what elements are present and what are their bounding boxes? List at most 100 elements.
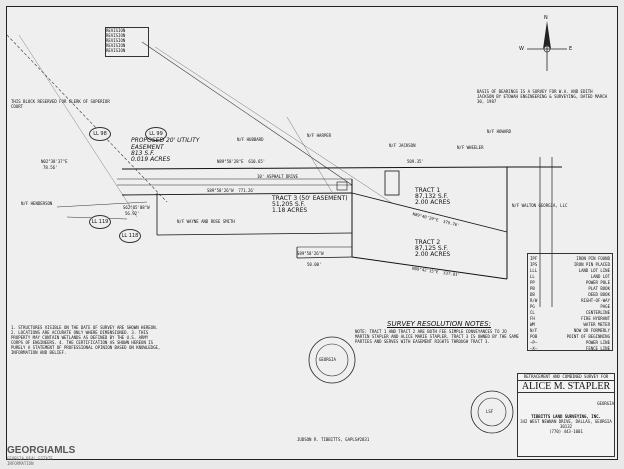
legend-description: PAGE [600,304,610,309]
tract-2-label: TRACT 2 87,125 S.F. 2.00 ACRES [415,239,475,258]
legend-description: RIGHT-OF-WAY [581,298,610,303]
legend-symbol: —X— [530,346,538,351]
seal-center-text: LSF [486,409,494,414]
legend-description: POINT OF BEGINNING [566,334,610,339]
legend-description: WATER METER [583,322,611,327]
easement-title: PROPOSED 20' UTILITY EASEMENT [131,137,200,151]
land-lot-99-bubble: LL 99 [145,127,167,141]
bearing-easement-bottom: S89°58'26"W [297,251,324,256]
revision-row: REVISION [106,38,126,43]
tract-sf: 51,205 S.F. [272,201,306,208]
legend-symbol: —P— [530,340,538,345]
survey-notes-title: SURVEY RESOLUTION NOTES: [387,320,491,328]
legend-description: PLAT BOOK [588,286,610,291]
legend-description: POWER POLE [585,280,610,285]
north-arrow-icon [527,21,567,71]
tract-title: TRACT 1 [415,187,441,194]
east-label: E [569,46,573,52]
distance-easement-bottom: 50.00' [307,262,322,267]
tract-acres: 1.18 ACRES [272,207,308,214]
bearing-left-2: N02°38'37"E [41,159,68,164]
client-name: ALICE M. STAPLER [518,380,614,393]
legend-row: N/F NOW OR FORMERLY [530,328,610,334]
legend-description: POWER LINE [585,340,610,345]
road-label: 10' ASPHALT DRIVE [257,174,298,179]
title-subtitle: RETRACEMENT AND COMBINED SURVEY FOR [523,374,609,379]
neighbor-label: N/F HUBBARD [237,137,264,142]
neighbor-label: N/F JACKSON [389,143,416,148]
title-address: 342 WEST NEWNAN DRIVE, DALLAS, GEORGIA 3… [520,419,612,429]
legend-description: FIRE HYDRANT [581,316,610,321]
surveyor-seal-icon [308,336,356,384]
revision-row: REVISION [106,33,126,38]
title-state: GEORGIA [597,401,614,406]
revision-table: REVISION REVISION REVISION REVISION REVI… [105,27,149,57]
legend-description: FENCE LINE [585,346,610,351]
legend-symbol: DB [530,292,535,297]
legend-symbol: PP [530,280,535,285]
neighbor-label: N/F HENDERSON [21,201,53,206]
distance-left-1: 56.92' [125,211,140,216]
west-label: W [519,46,524,52]
tract-acres: 2.00 ACRES [415,251,451,258]
tract-title: TRACT 2 [415,239,441,246]
legend-symbol: CL [530,310,535,315]
land-lot-119-bubble: LL 119 [89,215,111,229]
company-seal-icon [470,390,514,434]
legend-symbol: FH [530,316,535,321]
title-phone: (770) 443-1001 [549,429,583,434]
tract-acres: 2.00 ACRES [415,199,451,206]
north-label: N [544,15,548,21]
legend-row: R/W RIGHT-OF-WAY [530,298,610,304]
legend-description: DEED BOOK [588,292,610,297]
bearing-left-1: S62°05'08"W [123,205,150,210]
easement-sf: 813 S.F. [131,150,155,157]
land-lot-98-bubble: LL 98 [89,127,111,141]
bearing-north-line: N89°58'28"E 610.65' [217,159,265,164]
survey-notes: SURVEY RESOLUTION NOTES: NOTE: TRACT 1 A… [355,320,523,345]
land-lot-118-bubble: LL 118 [119,229,141,243]
distance-tract1-north: 509.35' [407,159,424,164]
easement-acres: 0.019 ACRES [131,156,171,163]
legend-symbol: IPF [530,256,538,261]
legend-symbol: N/F [530,328,538,333]
revision-row: REVISION [106,48,126,53]
legend-row: PP POWER POLE [530,280,610,286]
distance-left-2: 78.56' [43,165,58,170]
title-company: TIBBITTS LAND SURVEYING, INC. [531,414,601,419]
legend-description: NOW OR FORMERLY [573,328,610,333]
legend-row: DB DEED BOOK [530,292,610,298]
revision-row: REVISION [106,43,126,48]
legend-description: LAND LOT LINE [578,268,610,273]
plat-drawing [7,34,562,307]
legend-symbol: LLL [530,268,538,273]
mls-subtitle: GEORGIA REAL ESTATE INFORMATION [7,456,53,466]
tract-1-label: TRACT 1 87,132 S.F. 2.00 ACRES [415,187,475,206]
neighbor-label: N/F HOWARD [487,129,512,134]
legend-row: —X— FENCE LINE [530,346,610,352]
clerk-note: THIS BLOCK RESERVED FOR CLERK OF SUPERIO… [11,99,110,109]
bearing-text: S89°58'26"W [297,251,324,256]
company-seal: LSF [469,389,515,435]
legend-symbol: R/W [530,298,538,303]
neighbor-label: N/F WHEELER [457,145,484,150]
legend-row: —P— POWER LINE [530,340,610,346]
tract-3-label: TRACT 3 (50' EASEMENT) 51,205 S.F. 1.18 … [272,195,362,214]
survey-plat-sheet: REVISION REVISION REVISION REVISION REVI… [6,6,618,466]
legend-symbol: PB [530,286,535,291]
survey-notes-text: NOTE: TRACT 1 AND TRACT 2 ARE BOTH FEE S… [355,329,519,344]
legend-description: CENTERLINE [585,310,610,315]
legend-symbol: POB [530,334,538,339]
neighbor-label: N/F WALTON GEORGIA, LLC [512,203,568,208]
tract-title: TRACT 3 (50' EASEMENT) [272,195,348,202]
distance-text: 610.65' [248,159,266,164]
north-arrow: N E W [517,15,577,79]
legend-description: IRON PIN FOUND [576,256,610,261]
easement-label: PROPOSED 20' UTILITY EASEMENT 813 S.F. 0… [131,137,213,163]
signature-note: JUDSON R. TIBBITTS, GAPLS#2831 [297,437,370,442]
legend-row: POB POINT OF BEGINNING [530,334,610,340]
